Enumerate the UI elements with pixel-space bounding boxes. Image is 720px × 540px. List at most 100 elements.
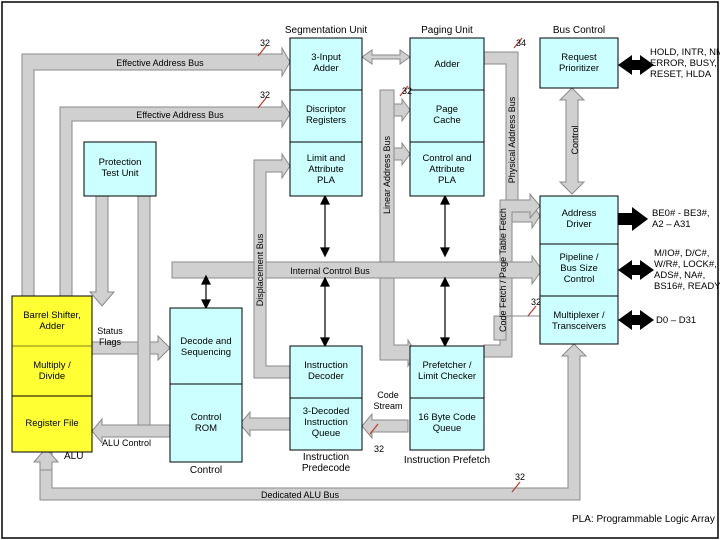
code-queue-box	[409, 397, 485, 451]
segmentation-unit-header: Segmentation Unit	[285, 25, 367, 36]
width-paging: 34	[516, 38, 526, 48]
displacement-bus-arrow	[253, 152, 291, 379]
width-queue: 32	[374, 444, 384, 454]
effective-address-bus-mid-label: Effective Address Bus	[136, 110, 224, 120]
control-pla-control-arrow	[440, 194, 450, 258]
request-prioritizer-box	[539, 37, 619, 89]
protection-test-unit-box	[83, 141, 157, 197]
width-mux: 32	[531, 297, 541, 307]
width-linear: 32	[402, 86, 412, 96]
dedicated-alu-bus-label: Dedicated ALU Bus	[261, 490, 340, 500]
barrel-shifter-label: Barrel Shifter,Adder	[23, 310, 81, 332]
page-cache-box	[409, 89, 485, 143]
width-top: 32	[260, 38, 270, 48]
paging-unit-header: Paging Unit	[421, 25, 473, 36]
physical-address-bus-label: Physical Address Bus	[507, 96, 517, 183]
data-ext-arrow	[618, 310, 654, 330]
data-signals-label: D0 – D31	[656, 315, 696, 326]
register-file-label: Register File	[25, 418, 78, 429]
internal-control-bus-label: Internal Control Bus	[290, 266, 370, 276]
control-pla-box	[409, 141, 485, 197]
pla-footnote: PLA: Programmable Logic Array	[572, 514, 715, 525]
bus-arrows	[21, 46, 588, 501]
control-bus-label: Control	[570, 125, 580, 154]
control-header: Control	[190, 465, 222, 476]
code-fetch-label: Code Fetch / Page Table Fetch	[498, 208, 508, 332]
multiplexer-box	[539, 295, 619, 345]
queue-to-rom-arrow	[239, 410, 291, 438]
alu-unit: Barrel Shifter,Adder Multiply /Divide Re…	[11, 295, 93, 453]
effective-address-bus-top-label: Effective Address Bus	[116, 58, 204, 68]
width-alu-bus: 32	[515, 472, 525, 482]
control-signals-label: HOLD, INTR, NMI,ERROR, BUSY,RESET, HLDA	[650, 47, 720, 80]
prefetcher-control-arrow	[440, 276, 450, 348]
external-arrows	[618, 55, 654, 330]
control-rom-box	[169, 383, 243, 463]
descriptor-registers-box	[289, 89, 363, 143]
instruction-decoder-box	[289, 345, 363, 399]
register-file-box	[11, 395, 93, 453]
mux-to-prefetch-arrow	[493, 315, 540, 341]
width-mid: 32	[260, 90, 270, 100]
paging-adder-box	[409, 37, 485, 91]
prefetcher-label: Prefetcher /Limit Checker	[418, 360, 476, 382]
decoded-queue-box	[289, 397, 363, 451]
pipeline-signals-label: M/IO#, D/C#,W/R#, LOCK#,ADS#, NA#,BS16#,…	[654, 248, 720, 292]
code-stream-arrow	[361, 412, 409, 440]
alu-control-label: ALU Control	[102, 438, 151, 448]
control-bus-arrow	[558, 87, 586, 195]
control-ext-arrow	[618, 55, 654, 75]
alu-control-arrow	[91, 417, 171, 445]
address-driver-box	[539, 195, 619, 245]
paging-adder-label: Adder	[434, 59, 459, 70]
linear-to-control-pla-arrow	[393, 141, 411, 167]
protection-to-decode-arrow	[137, 195, 151, 431]
width-ticks	[257, 37, 537, 493]
linear-to-page-cache-arrow	[393, 97, 411, 123]
decoder-control-arrow	[320, 276, 330, 348]
three-input-adder-box	[289, 37, 363, 91]
displacement-bus-label: Displacement Bus	[255, 233, 265, 306]
decode-control-arrow	[201, 274, 211, 310]
address-signals-label: BE0# - BE3#,A2 – A31	[652, 208, 710, 230]
limit-pla-box	[289, 141, 363, 197]
limit-pla-control-arrow	[320, 194, 330, 258]
pipeline-box	[539, 243, 619, 297]
linear-address-bus-label: Linear Address Bus	[382, 135, 392, 214]
effective-address-bus-mid-arrow	[59, 99, 291, 301]
multiply-divide-label: Multiply /Divide	[33, 360, 71, 382]
physical-address-bus-arrow	[483, 51, 541, 230]
address-ext-arrow	[618, 207, 648, 231]
instruction-prefetch-header: Instruction Prefetch	[404, 455, 490, 466]
seg-to-paging-arrow	[361, 49, 411, 65]
pipeline-ext-arrow	[618, 260, 654, 280]
black-arrows	[201, 194, 450, 348]
protection-down-arrow	[88, 195, 116, 307]
prefetcher-box	[409, 345, 485, 399]
bus-control-header: Bus Control	[553, 25, 605, 36]
